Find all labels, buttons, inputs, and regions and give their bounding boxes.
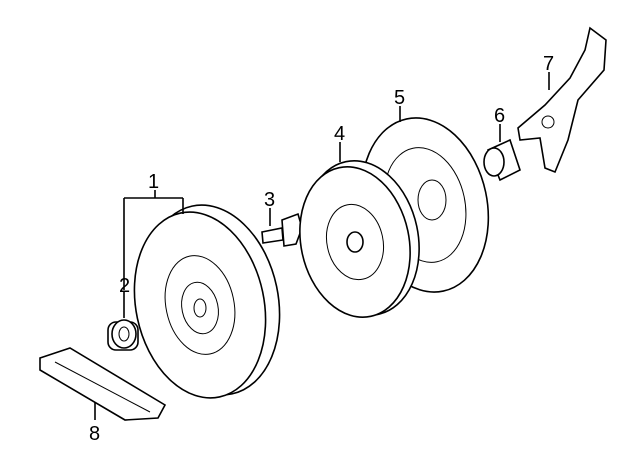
release-bearing	[483, 138, 521, 182]
callout-3: 3	[264, 189, 275, 211]
flywheel-bolt	[261, 212, 303, 247]
callout-7: 7	[543, 53, 554, 75]
callout-8: 8	[89, 423, 100, 445]
pilot-bearing	[107, 319, 139, 351]
release-fork	[517, 26, 607, 174]
callout-6: 6	[494, 105, 505, 127]
dust-cover	[39, 347, 167, 421]
callout-2: 2	[119, 275, 130, 297]
callout-4: 4	[334, 123, 345, 145]
flywheel	[133, 204, 281, 399]
callout-5: 5	[394, 87, 405, 109]
callout-lines	[94, 72, 550, 420]
clutch-disc	[299, 160, 420, 318]
callout-1: 1	[148, 171, 159, 193]
